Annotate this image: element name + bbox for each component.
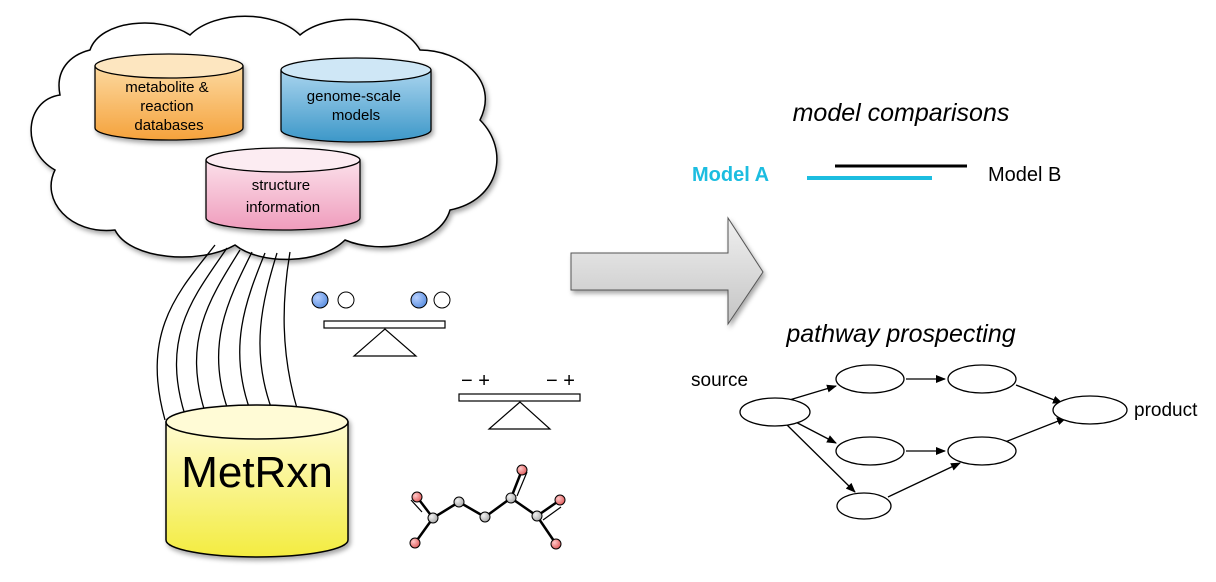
structure-info-cylinder xyxy=(205,147,361,231)
model-b-label: Model B xyxy=(988,164,1061,186)
pathway-node xyxy=(835,364,905,394)
molecule-structure-icon xyxy=(409,464,566,550)
metrxn-label: MetRxn xyxy=(181,448,333,497)
genome-models-label: genome-scale models xyxy=(307,88,405,124)
charge-right-signs: − + xyxy=(546,370,575,392)
pathway-node xyxy=(947,436,1017,466)
metabolite-database-cylinder xyxy=(94,53,244,141)
structure-info-label: structure information xyxy=(246,177,320,216)
genome-models-cylinder xyxy=(280,57,432,143)
pathway-node xyxy=(836,492,892,520)
pathway-node xyxy=(835,436,905,466)
model-a-label: Model A xyxy=(692,164,769,186)
pathway-nodes xyxy=(739,364,1128,520)
pathway-node-source xyxy=(739,397,811,427)
pathway-node xyxy=(947,364,1017,394)
product-label: product xyxy=(1134,400,1198,421)
pathway-node-product xyxy=(1052,395,1128,425)
metrxn-database-cylinder xyxy=(165,404,349,558)
database-links xyxy=(156,244,299,421)
mass-balance-icon xyxy=(311,291,451,357)
big-right-arrow xyxy=(570,216,764,326)
charge-balance-icon: − + − + xyxy=(458,370,581,430)
model-comparisons-title: model comparisons xyxy=(793,99,1010,127)
pathway-prospecting-title: pathway prospecting xyxy=(785,320,1015,348)
metabolite-database-label: metabolite & reaction databases xyxy=(125,79,213,134)
source-label: source xyxy=(691,370,748,391)
pathway-edges xyxy=(783,375,1067,498)
charge-left-signs: − + xyxy=(461,370,490,392)
